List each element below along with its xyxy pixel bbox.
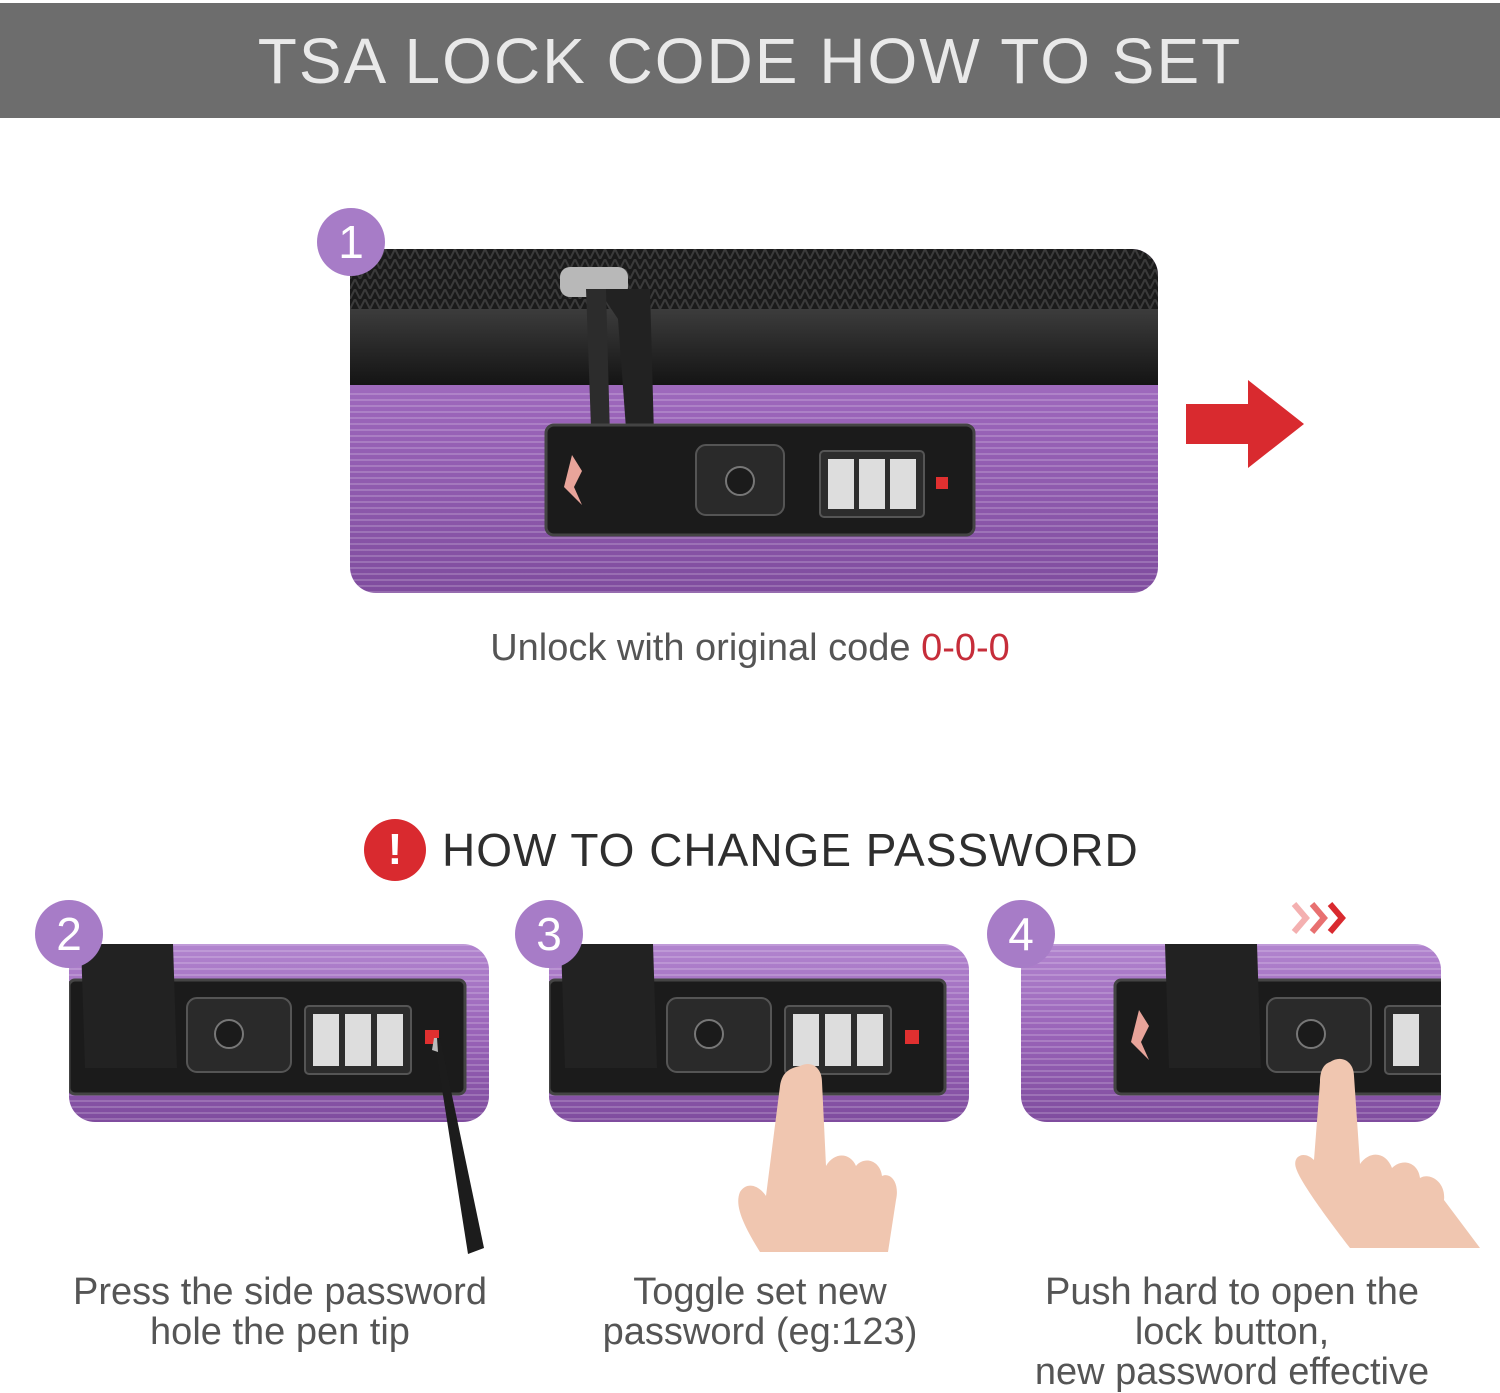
hand-icon [1295,1058,1480,1248]
step-4-caption-line2: lock button, [1134,1311,1330,1353]
right-arrow-icon [1186,380,1304,468]
step-4-caption-line3: new password effective [1034,1351,1430,1393]
step-2-badge: 2 [35,900,103,968]
step-4-caption-line1: Push hard to open the [1045,1271,1419,1313]
page-title: TSA LOCK CODE HOW TO SET [257,24,1243,97]
step-4-badge: 4 [987,900,1055,968]
step-1-suitcase-image [350,249,1158,593]
step-1-caption-text: Unlock with original code [490,627,922,669]
step-1-caption: Unlock with original code 0-0-0 [380,628,1120,668]
pen-icon [432,1038,484,1254]
header-bar: TSA LOCK CODE HOW TO SET [0,3,1500,118]
warning-icon: ! [364,819,426,881]
change-password-title: HOW TO CHANGE PASSWORD [442,824,1139,876]
step-3-caption-line2: password (eg:123) [602,1311,918,1353]
step-3-lock-image [549,944,969,1122]
step-2-caption: Press the side password hole the pen tip [40,1272,520,1352]
chevrons-right-icon [1291,902,1346,934]
step-2-caption-line2: hole the pen tip [150,1311,410,1353]
original-code: 0-0-0 [921,627,1010,669]
step-2-caption-line1: Press the side password [73,1271,487,1313]
hand-icon [738,1063,897,1252]
step-4-caption: Push hard to open the lock button, new p… [1000,1272,1464,1392]
step-3-badge: 3 [515,900,583,968]
step-1-badge: 1 [317,208,385,276]
step-3-caption: Toggle set new password (eg:123) [540,1272,980,1352]
step-2-lock-image [69,944,489,1122]
step-4-lock-image [1021,944,1441,1122]
change-password-heading: ! HOW TO CHANGE PASSWORD [364,818,1139,882]
step-3-caption-line1: Toggle set new [633,1271,887,1313]
